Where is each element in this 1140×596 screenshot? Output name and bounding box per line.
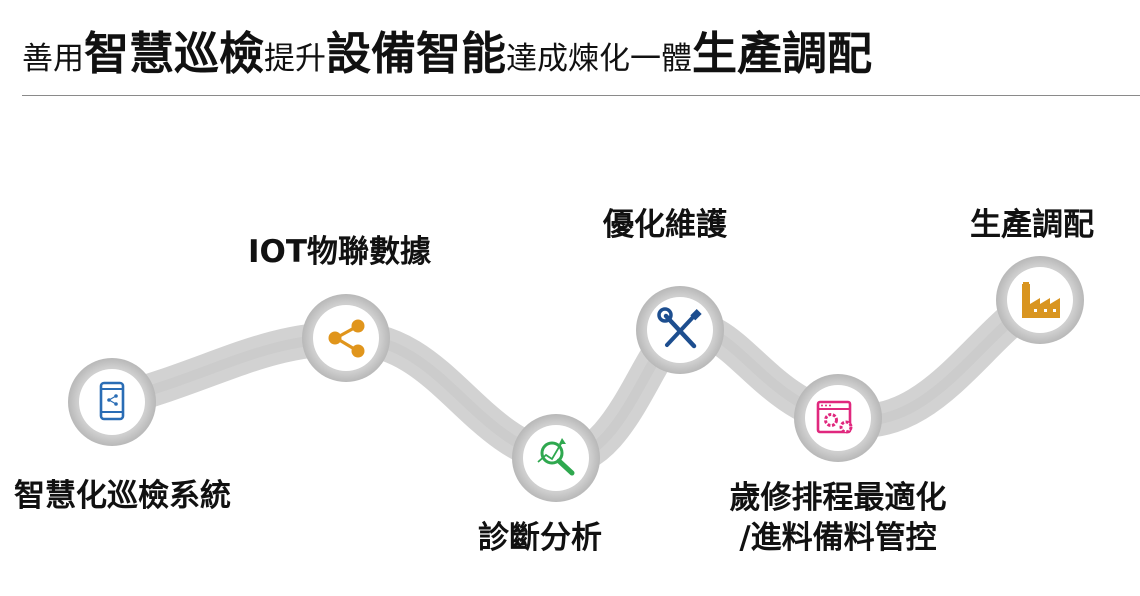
title-part-4: 設備智能 [326,27,507,80]
step-label-4: 優化維護 [603,207,727,243]
factory-icon [1022,282,1060,318]
mobile-share-icon [99,381,125,421]
step-label-6: 生產調配 [970,207,1094,243]
title-part-1: 善用 [22,41,84,77]
step-label-2: IOT物聯數據 [248,234,432,270]
magnifier-trend-icon [537,438,575,476]
title-part-5: 達成煉化一體 [506,41,693,77]
title-part-3: 提升 [264,41,327,77]
step-label-5-line-1: 歲修排程最適化 [729,480,947,516]
step-node-6 [996,256,1084,344]
step-node-5 [794,374,882,462]
title-divider [22,95,1140,96]
title-part-6: 生產調配 [692,27,873,80]
step-node-1 [68,358,156,446]
page-title: 善用智慧巡檢提升設備智能達成煉化一體生產調配 [22,18,1122,90]
step-label-1: 智慧化巡檢系統 [14,478,231,514]
step-node-3 [512,414,600,502]
share-icon [328,319,365,358]
wrench-screwdriver-icon [657,307,702,349]
step-label-5: 歲修排程最適化 /進料備料管控 [700,478,976,558]
title-part-2: 智慧巡檢 [84,27,265,80]
step-node-2 [302,294,390,382]
step-node-4 [636,286,724,374]
browser-gears-icon [816,400,853,434]
step-label-3: 診斷分析 [478,520,602,556]
step-label-5-line-2: /進料備料管控 [739,520,937,556]
